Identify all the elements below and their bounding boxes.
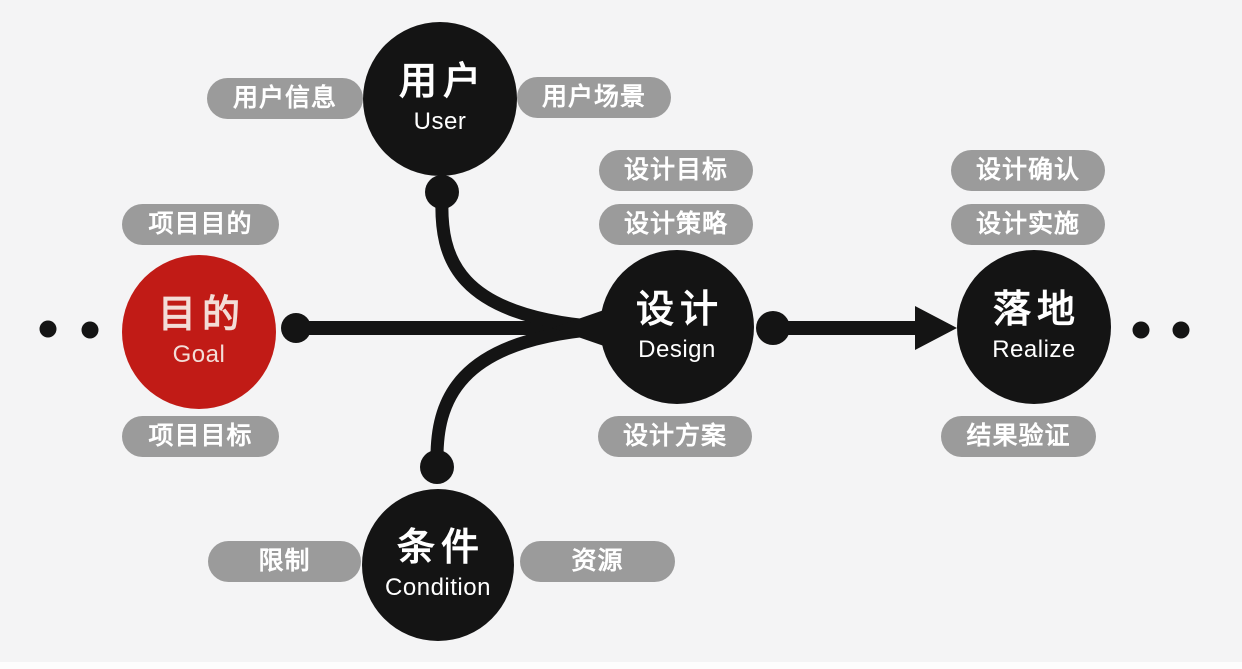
ellipsis-left-dot-1 xyxy=(39,320,57,338)
connector-condition-design xyxy=(430,322,601,463)
pill-user-scene: 用户场景 xyxy=(517,77,671,118)
node-realize-label-zh: 落地 xyxy=(992,289,1081,332)
pill-design-strategy: 设计策略 xyxy=(599,204,753,245)
node-realize: 落地 Realize xyxy=(957,250,1111,404)
joint-dot-condition xyxy=(420,450,454,484)
node-goal-label-en: Goal xyxy=(172,340,226,368)
pill-project-target: 项目目标 xyxy=(122,416,279,457)
pill-result-verify: 结果验证 xyxy=(941,416,1096,457)
joint-dot-user xyxy=(425,175,459,209)
arrow-design-realize-head xyxy=(915,306,957,350)
bottom-white-strip xyxy=(0,662,1242,669)
node-condition-label-en: Condition xyxy=(385,573,491,601)
node-condition-label-zh: 条件 xyxy=(396,527,485,570)
node-design-label-en: Design xyxy=(638,335,716,363)
pill-resource: 资源 xyxy=(520,541,675,582)
node-condition: 条件 Condition xyxy=(362,489,514,641)
node-design: 设计 Design xyxy=(600,250,754,404)
node-user: 用户 User xyxy=(363,22,517,176)
ellipsis-right-dot-2 xyxy=(1172,321,1190,339)
pill-user-info: 用户信息 xyxy=(207,78,363,119)
node-user-label-zh: 用户 xyxy=(398,61,487,104)
connector-user-design xyxy=(435,197,601,334)
pill-design-plan: 设计方案 xyxy=(598,416,752,457)
node-design-label-zh: 设计 xyxy=(635,289,724,332)
joint-dot-goal xyxy=(281,313,311,343)
node-user-label-en: User xyxy=(413,107,467,135)
pill-design-implement: 设计实施 xyxy=(951,204,1105,245)
joint-dot-design xyxy=(756,311,790,345)
node-goal-label-zh: 目的 xyxy=(157,294,246,337)
pill-limit: 限制 xyxy=(208,541,361,582)
pill-design-confirm: 设计确认 xyxy=(951,150,1105,191)
node-goal: 目的 Goal xyxy=(122,255,276,409)
node-realize-label-en: Realize xyxy=(992,335,1076,363)
connector-merge-wedge xyxy=(552,310,604,346)
ellipsis-left-dot-2 xyxy=(81,321,99,339)
pill-design-goal: 设计目标 xyxy=(599,150,753,191)
pill-project-purpose: 项目目的 xyxy=(122,204,279,245)
ellipsis-right-dot-1 xyxy=(1132,321,1150,339)
